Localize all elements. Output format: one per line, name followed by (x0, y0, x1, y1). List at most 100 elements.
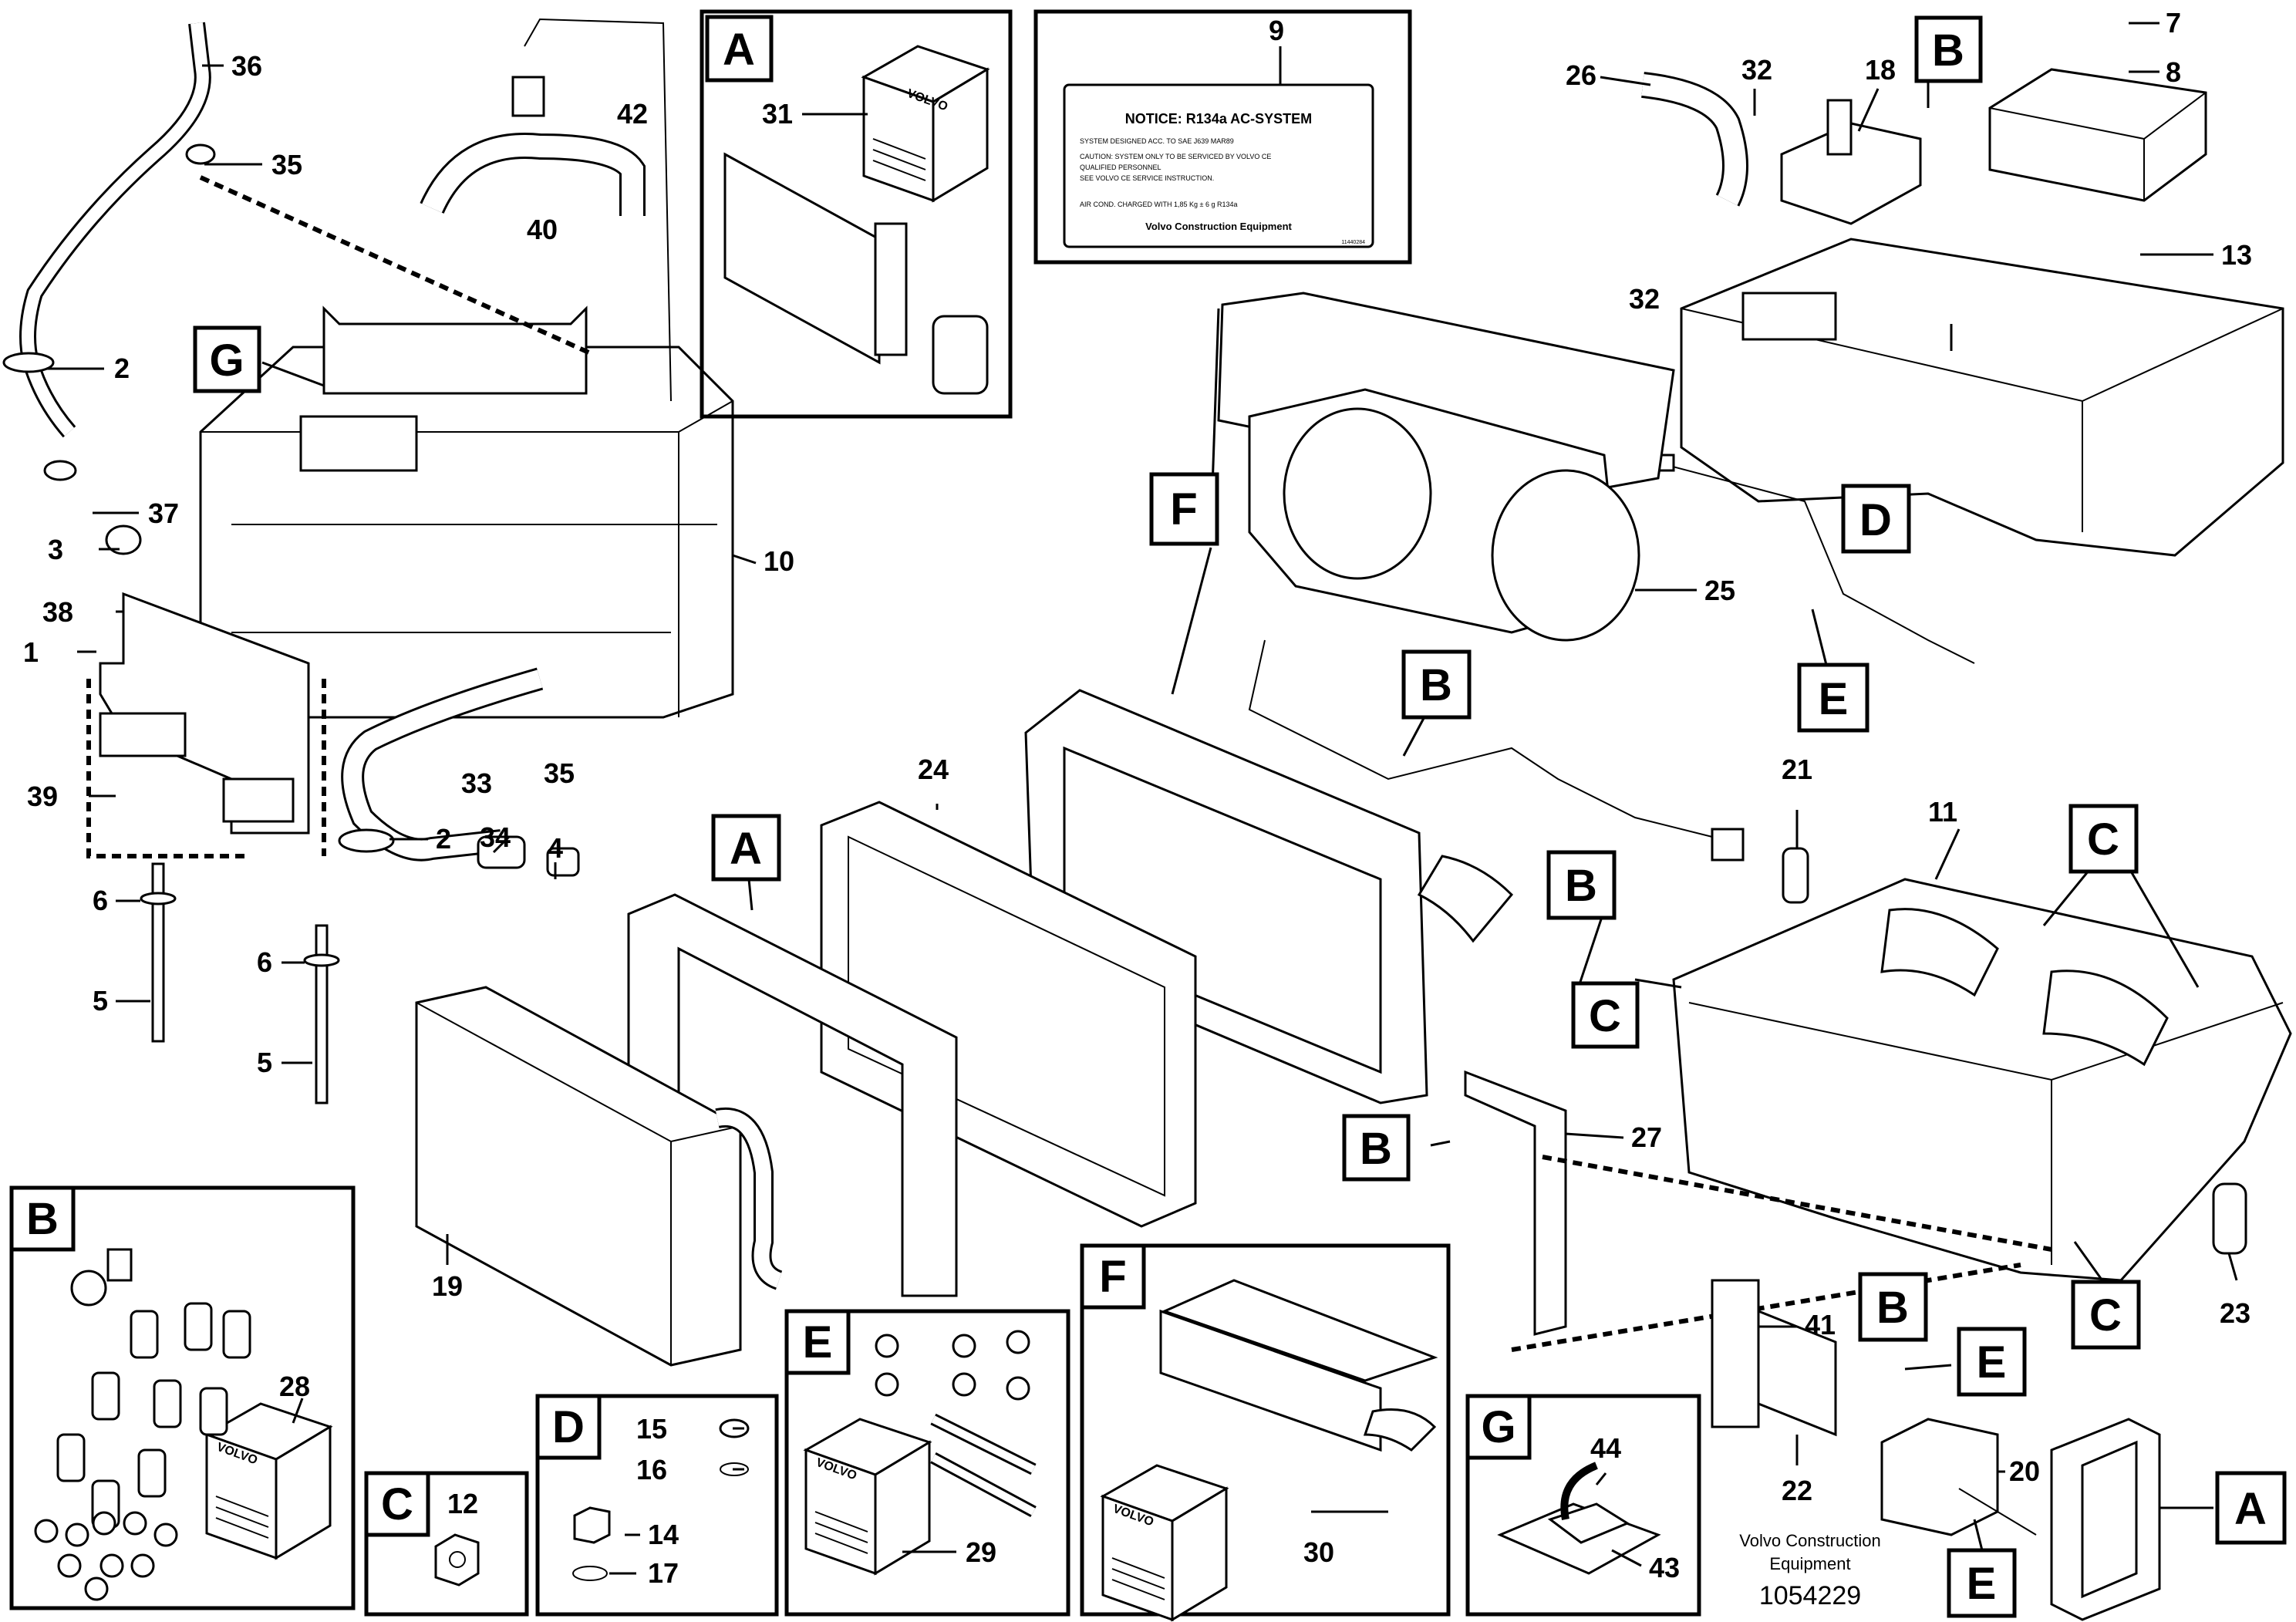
cable-42 (511, 18, 672, 402)
callout-32-top: 32 (1741, 54, 1772, 86)
letter-b-kit: B (26, 1194, 59, 1244)
callout-8: 8 (2166, 56, 2181, 88)
callout-21: 21 (1782, 754, 1812, 785)
notice-code: 11440284 (1341, 240, 1365, 245)
seal-a (2050, 1418, 2161, 1621)
callout-6-left: 6 (93, 885, 108, 916)
letter-labels: G A F B D B E A B C C B C B E E A (9, 15, 2287, 1618)
bracket-41 (1711, 1279, 1837, 1437)
letter-e-main: E (1819, 674, 1849, 724)
letter-c-top: C (2087, 814, 2119, 865)
callout-34: 34 (480, 821, 511, 853)
callout-20: 20 (2009, 1455, 2040, 1487)
footer-brand-line2: Equipment (1769, 1554, 1850, 1573)
cable-b-mid (1248, 639, 1745, 862)
callout-31: 31 (762, 98, 793, 130)
callout-16: 16 (636, 1454, 667, 1485)
notice-line1: SYSTEM DESIGNED ACC. TO SAE J639 MAR89 (1080, 137, 1234, 145)
blower-25 (1248, 388, 1640, 642)
housing-11 (1672, 878, 2292, 1282)
callout-23: 23 (2220, 1297, 2250, 1329)
callout-1: 1 (23, 636, 39, 668)
callout-10: 10 (764, 545, 794, 577)
notice-decal: NOTICE: R134a AC-SYSTEM SYSTEM DESIGNED … (1033, 9, 1412, 265)
callout-9: 9 (1269, 15, 1284, 46)
callout-44: 44 (1590, 1432, 1621, 1464)
callout-39: 39 (27, 781, 58, 812)
letter-c-low: C (2089, 1290, 2122, 1340)
letter-a-top: A (723, 25, 755, 75)
callout-29: 29 (966, 1536, 996, 1568)
callout-42: 42 (617, 98, 648, 130)
letter-b-bottom: B (1876, 1283, 1909, 1333)
hvac-unit (199, 305, 734, 719)
callout-2-top: 2 (114, 352, 130, 384)
callout-2-mid: 2 (436, 823, 451, 855)
callout-13: 13 (2221, 239, 2252, 271)
grommet-23 (2212, 1182, 2247, 1255)
hose-40 (420, 133, 646, 216)
callout-25: 25 (1704, 575, 1735, 606)
footer-brand-line1: Volvo Construction (1739, 1531, 1880, 1550)
callout-37: 37 (148, 497, 179, 529)
callout-30: 30 (1303, 1536, 1334, 1568)
hose-26 (1640, 72, 1748, 207)
callout-40: 40 (527, 214, 558, 245)
notice-line5: AIR COND. CHARGED WITH 1,85 Kg ± 6 g R13… (1080, 201, 1238, 208)
notice-line2: CAUTION: SYSTEM ONLY TO BE SERVICED BY V… (1080, 153, 1271, 160)
studs-5-6 (140, 862, 340, 1104)
notice-line3: QUALIFIED PERSONNEL (1080, 164, 1161, 171)
bracket-38 (99, 592, 310, 835)
callout-17: 17 (648, 1557, 679, 1589)
grommet-21 (1782, 847, 1809, 904)
callout-3: 3 (48, 534, 63, 565)
cover-13 (1680, 238, 2284, 557)
callout-11: 11 (1928, 796, 1957, 828)
callout-22: 22 (1782, 1475, 1812, 1506)
callout-5-left: 5 (93, 985, 108, 1017)
kit-box-d (535, 1394, 779, 1617)
drawing-footer: Volvo Construction Equipment 1054229 (1739, 1531, 1880, 1610)
callout-6-right: 6 (257, 946, 272, 978)
bracket-27 (1464, 1070, 1567, 1336)
letter-a-mid: A (730, 824, 762, 874)
frame-f (1024, 689, 1514, 1104)
notice-brand: Volvo Construction Equipment (1145, 221, 1292, 232)
callout-4: 4 (548, 832, 563, 864)
kit-box-g (1465, 1394, 1701, 1617)
letter-g-kit: G (1481, 1402, 1515, 1452)
leader-lines (46, 22, 2238, 1575)
drawing-number: 1054229 (1759, 1581, 1861, 1610)
letter-f-main: F (1170, 484, 1197, 534)
callout-36: 36 (231, 50, 262, 82)
hose-33 (338, 667, 580, 877)
kit-box-c (364, 1471, 529, 1617)
callout-26: 26 (1566, 59, 1596, 91)
letter-a-bottom: A (2234, 1484, 2267, 1534)
callout-33: 33 (461, 767, 492, 799)
evaporator-19 (415, 986, 783, 1367)
callout-38: 38 (42, 596, 73, 628)
callout-19: 19 (432, 1270, 463, 1302)
letter-c-left: C (1589, 991, 1621, 1041)
callout-35-top: 35 (271, 149, 302, 180)
kit-box-e (784, 1309, 1070, 1617)
callout-12: 12 (447, 1488, 478, 1519)
valve-18 (1780, 99, 1922, 225)
callout-labels: 36 35 42 40 2 37 3 10 38 1 39 33 35 2 34… (23, 7, 2252, 1589)
letter-d-kit: D (552, 1402, 585, 1452)
letter-g-main: G (209, 336, 244, 386)
callout-14: 14 (648, 1519, 679, 1550)
callout-32-low: 32 (1629, 283, 1660, 315)
notice-line4: SEE VOLVO CE SERVICE INSTRUCTION. (1080, 174, 1214, 182)
callout-7: 7 (2166, 7, 2181, 39)
callout-5-right: 5 (257, 1047, 272, 1078)
letter-b-top: B (1932, 25, 1964, 76)
letter-c-kit: C (381, 1479, 413, 1529)
callout-27: 27 (1631, 1121, 1662, 1153)
letter-e-bottom: E (1967, 1559, 1997, 1609)
hose-assembly-left (2, 22, 216, 555)
callout-18: 18 (1865, 54, 1896, 86)
letter-b-mid: B (1420, 660, 1452, 710)
